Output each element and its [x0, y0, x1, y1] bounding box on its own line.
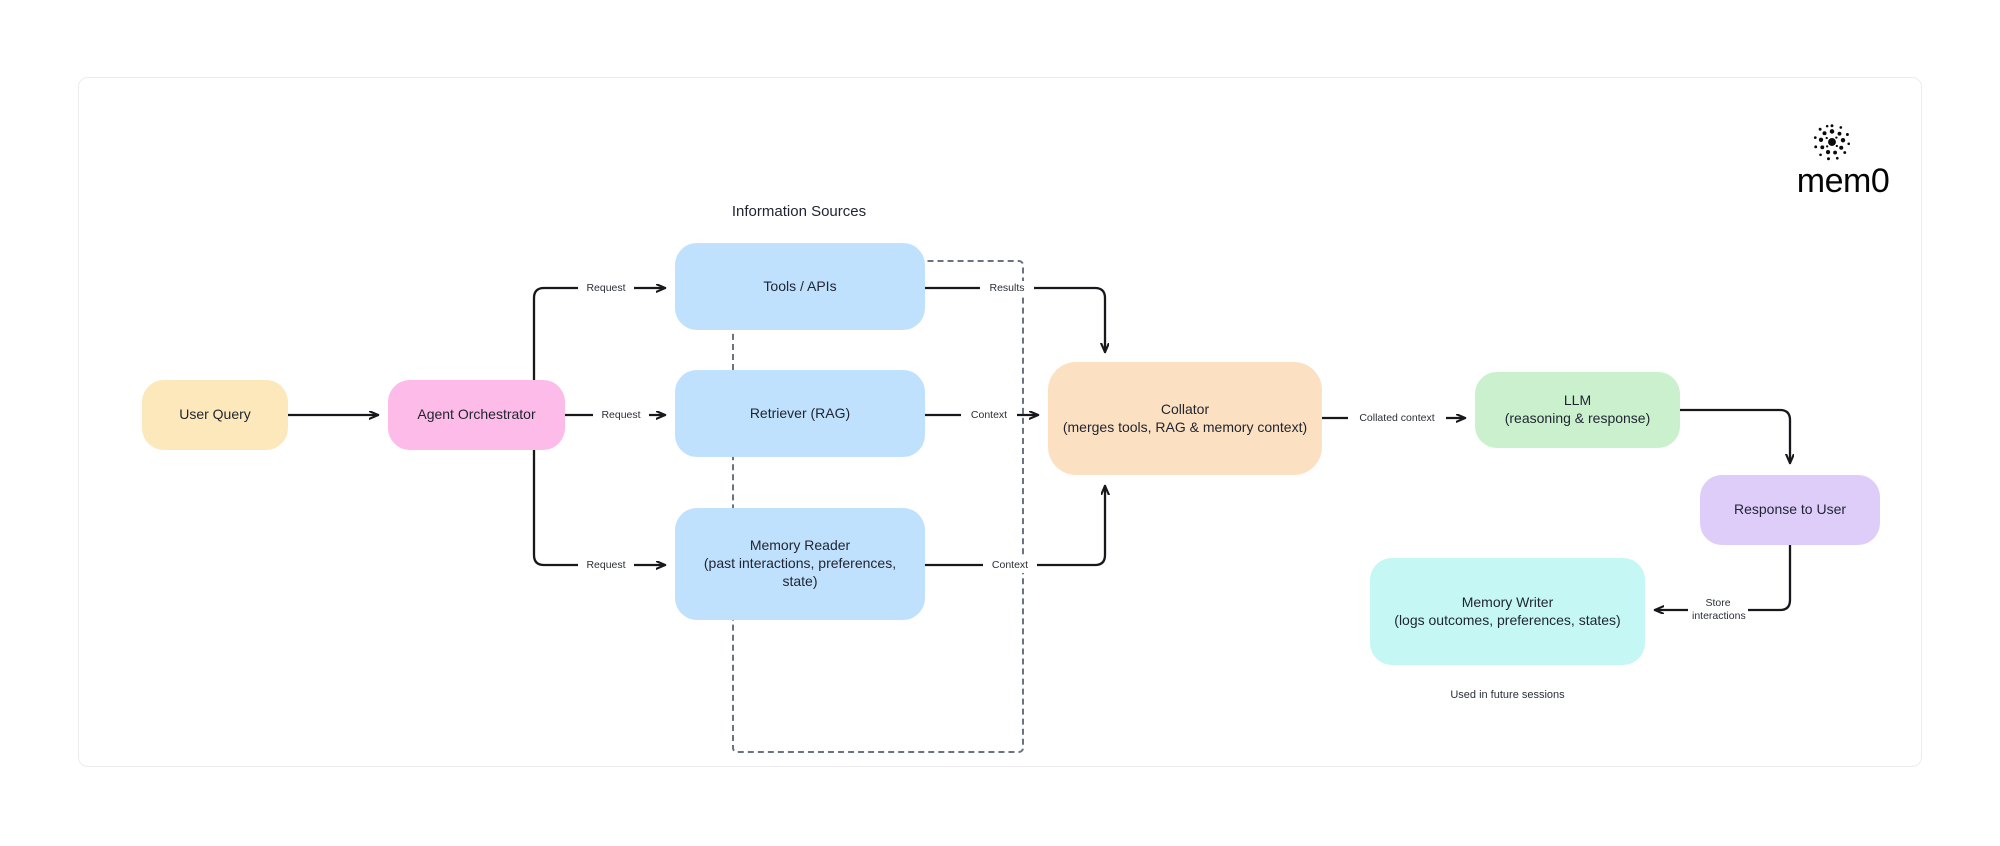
edge-label-tools-to-collator: Results	[980, 281, 1034, 297]
node-tools-apis-label: Tools / APIs	[763, 277, 837, 294]
footnote-used-in-future-sessions: Used in future sessions	[1450, 689, 1565, 701]
node-user-query[interactable]: User Query	[142, 380, 288, 450]
information-sources-group	[732, 260, 1024, 753]
mem0-burst-icon	[1813, 124, 1851, 161]
node-memory-reader-label: Memory Reader	[749, 537, 851, 554]
edge-label-collator-to-llm: Collated context	[1348, 411, 1446, 427]
node-memory-writer[interactable]: Memory Writer (logs outcomes, preference…	[1370, 558, 1645, 665]
node-response-to-user[interactable]: Response to User	[1700, 475, 1880, 545]
edge-label-response-to-memory-writer: Store interactions	[1688, 596, 1748, 625]
edge-label-agent-to-memory: Request	[578, 558, 634, 574]
edge-label-retriever-to-collator: Context	[961, 408, 1017, 424]
node-response-to-user-label: Response to User	[1733, 501, 1847, 518]
node-memory-writer-sublabel: (logs outcomes, preferences, states)	[1394, 611, 1621, 628]
node-collator-sublabel: (merges tools, RAG & memory context)	[1062, 418, 1308, 435]
node-retriever-rag[interactable]: Retriever (RAG)	[675, 370, 925, 457]
node-agent-orchestrator[interactable]: Agent Orchestrator	[388, 380, 565, 450]
node-memory-writer-label: Memory Writer	[1461, 593, 1554, 610]
node-memory-reader-sublabel: (past interactions, preferences, state)	[703, 555, 897, 589]
node-collator-label: Collator	[1160, 400, 1210, 417]
group-title-label: Information Sources	[731, 203, 867, 220]
edge-label-memory-to-collator: Context	[983, 558, 1037, 574]
node-llm-sublabel: (reasoning & response)	[1504, 410, 1651, 426]
edge-label-agent-to-tools: Request	[578, 281, 634, 297]
node-llm[interactable]: LLM (reasoning & response)	[1475, 372, 1680, 448]
node-retriever-rag-label: Retriever (RAG)	[749, 404, 851, 421]
node-tools-apis[interactable]: Tools / APIs	[675, 243, 925, 330]
node-user-query-label: User Query	[179, 406, 251, 423]
mem0-wordmark: mem0	[1796, 162, 1890, 200]
node-memory-reader[interactable]: Memory Reader (past interactions, prefer…	[675, 508, 925, 620]
edge-label-agent-to-retriever: Request	[593, 408, 649, 424]
node-collator[interactable]: Collator (merges tools, RAG & memory con…	[1048, 362, 1322, 475]
node-agent-orchestrator-label: Agent Orchestrator	[417, 406, 536, 423]
node-llm-label: LLM	[1563, 392, 1592, 409]
